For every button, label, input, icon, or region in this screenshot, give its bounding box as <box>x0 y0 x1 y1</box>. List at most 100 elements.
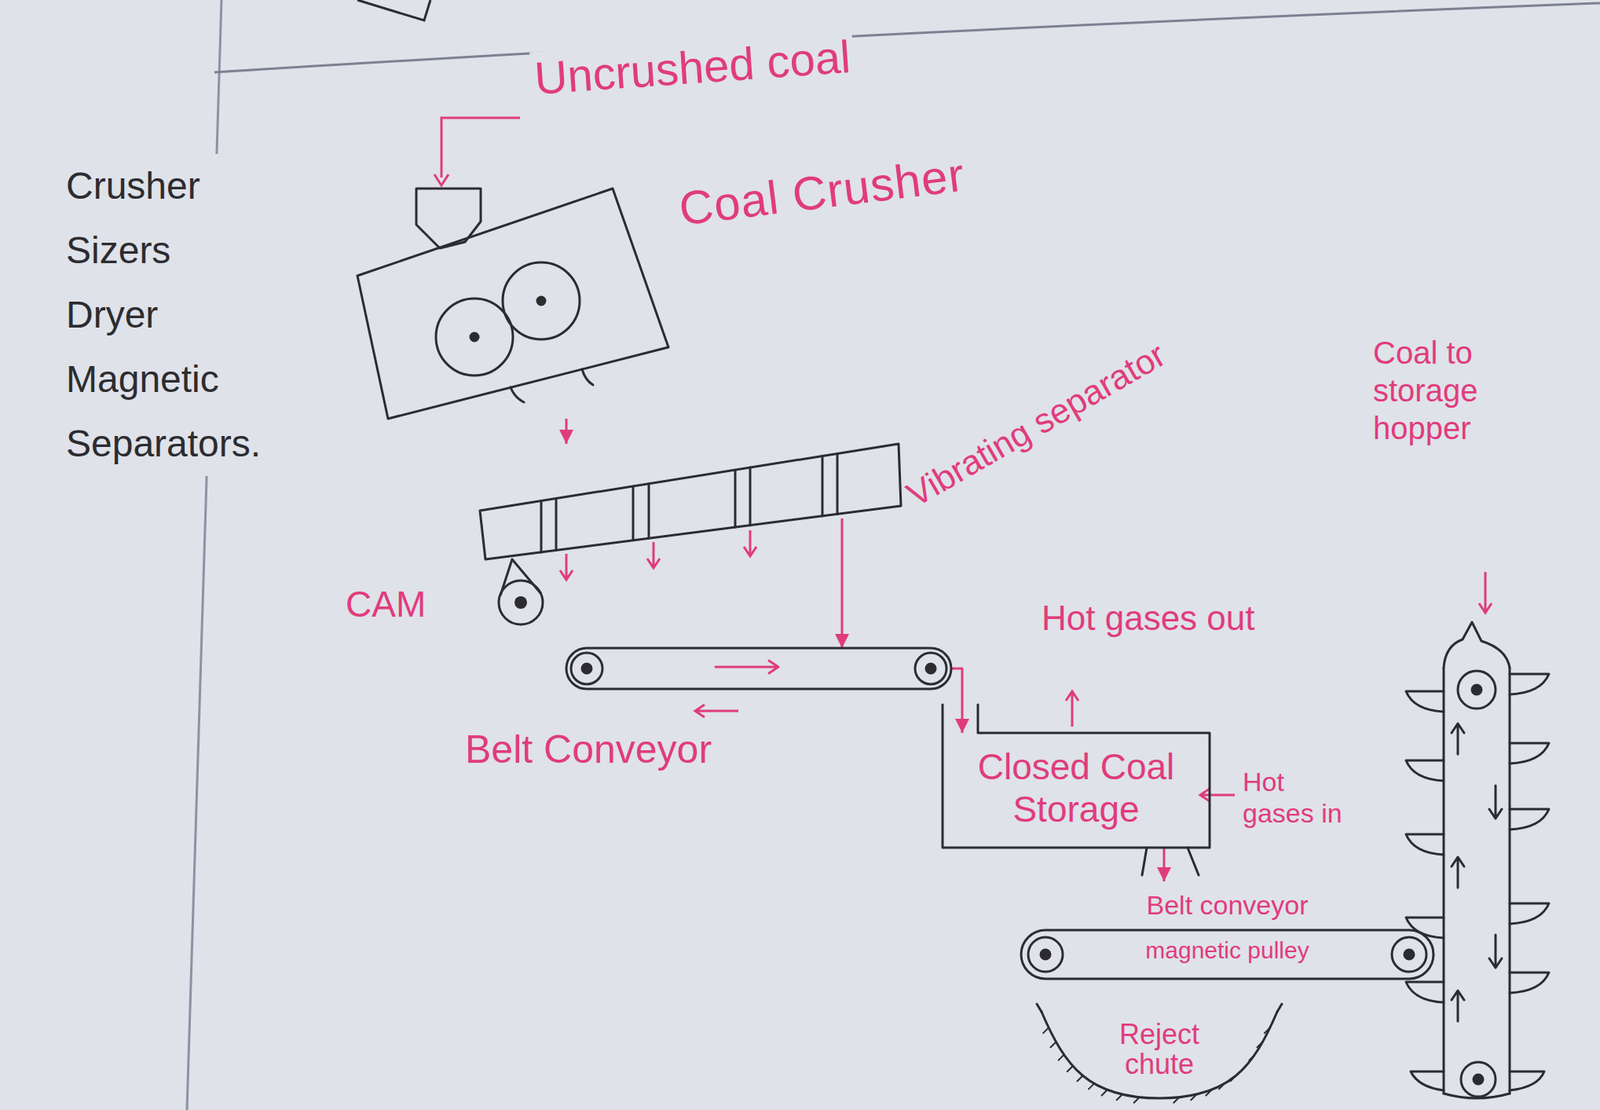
gas-in-label: Hot gases in <box>1242 765 1361 829</box>
label-anchor: Belt Conveyor <box>464 726 712 773</box>
gas-out-label: Hot gases out <box>1041 598 1256 638</box>
bucket-elevator <box>1405 622 1549 1099</box>
vibrating-separator: Vibrating separator <box>479 443 901 560</box>
pulley-shaft <box>1404 949 1414 960</box>
travel-arrow <box>715 660 779 674</box>
crusher-outlet <box>582 369 594 385</box>
screen-divider <box>734 469 737 528</box>
screen-divider <box>836 453 839 514</box>
rule-line <box>214 3 1600 73</box>
label-anchor: CAM <box>345 582 426 626</box>
bucket <box>1410 1071 1444 1091</box>
head-pulley <box>1457 670 1496 709</box>
flow-arrow <box>951 668 963 733</box>
crusher-roller <box>435 298 513 376</box>
label-anchor: magnetic pulley <box>1021 936 1434 965</box>
elevator-casing <box>1443 667 1510 1094</box>
pulley-shaft <box>1471 684 1482 695</box>
flow-arrow <box>565 418 568 444</box>
belt-conveyor-outline <box>566 648 952 689</box>
bucket <box>1509 673 1549 695</box>
up-arrow <box>1451 856 1465 888</box>
return-arrow <box>695 704 739 718</box>
boot-pulley <box>1460 1061 1496 1097</box>
feed-arrow <box>441 117 520 178</box>
bucket <box>1405 760 1444 781</box>
screen-drop-arrow <box>743 530 757 557</box>
belt-pulley <box>1391 937 1427 972</box>
screen-drop-arrow <box>560 553 573 580</box>
gas-in-arrow <box>1200 788 1235 802</box>
screen-divider <box>555 498 558 551</box>
vibrating-separator-outline <box>479 443 901 560</box>
storage-outlet <box>1187 847 1199 876</box>
flow-arrow <box>1163 847 1166 882</box>
label-anchor: Coal to storage hopper <box>1372 333 1531 447</box>
bucket <box>1509 743 1549 764</box>
roller-shaft <box>537 296 546 305</box>
closed-coal-storage: Closed Coal Storage <box>942 732 1210 848</box>
up-arrow <box>1451 723 1465 755</box>
bucket <box>1509 809 1549 830</box>
crusher-roller <box>502 262 580 340</box>
up-arrow <box>1451 990 1465 1022</box>
storage-walls <box>942 704 1210 848</box>
reject-chute-label: Reject chute <box>1104 1019 1215 1080</box>
feed-hopper <box>416 188 481 249</box>
chute-trough <box>1041 1011 1278 1099</box>
belt-pulley <box>571 652 603 685</box>
coal-crusher-label: Coal Crusher <box>676 147 968 237</box>
screen-drop-line <box>841 518 844 560</box>
vibrating-separator-label: Vibrating separator <box>900 334 1172 515</box>
pulley-shaft <box>1040 949 1051 960</box>
component-list: Crusher Sizers Dryer Magnetic Separators… <box>61 153 266 476</box>
label-anchor: Coal Crusher <box>679 182 967 237</box>
chute-lip <box>1277 1003 1282 1012</box>
page-sketch-fragment <box>357 0 431 21</box>
label-anchor: Hot gases out <box>1041 598 1256 638</box>
down-arrow <box>1489 785 1502 819</box>
feed-label: Uncrushed coal <box>529 29 856 106</box>
pulley-shaft <box>1473 1074 1483 1084</box>
crusher-casing <box>357 188 669 419</box>
label-anchor: Vibrating separator <box>919 475 1212 515</box>
bucket <box>1405 691 1444 712</box>
bucket <box>1509 972 1549 993</box>
crusher-outlet <box>510 387 524 403</box>
storage-outlet <box>1142 847 1147 876</box>
coal-crusher-outline <box>357 188 669 419</box>
bucket <box>1405 981 1444 1003</box>
flow-arrow <box>841 559 844 649</box>
reject-chute: Reject chute <box>1041 1011 1278 1100</box>
down-arrow <box>1489 934 1502 968</box>
cam-label: CAM <box>345 582 426 626</box>
bucket <box>1509 903 1549 924</box>
conveyor-belt <box>566 648 952 689</box>
hopper-arrow <box>1479 571 1492 613</box>
hopper-label: Coal to storage hopper <box>1372 333 1531 447</box>
chute-lip <box>1036 1003 1042 1012</box>
coal-crusher: Coal Crusher <box>357 188 669 419</box>
belt-pulley <box>915 652 947 685</box>
cam-shaft <box>514 596 528 609</box>
magnetic-pulley-conveyor-label: magnetic pulley <box>1021 936 1434 965</box>
screen-divider <box>749 467 752 526</box>
screen-divider <box>632 486 635 541</box>
screen-divider <box>648 483 651 539</box>
roller-shaft <box>470 333 479 341</box>
label-anchor: Hot gases in <box>1242 765 1361 829</box>
gas-out-arrow <box>1065 691 1079 727</box>
belt-conveyor-label: Belt Conveyor <box>464 726 712 773</box>
feed-arrowhead <box>434 174 449 186</box>
label-anchor: Crusher Sizers Dryer Magnetic Separators… <box>61 153 266 476</box>
magnetic-pulley-conveyor: Belt conveyormagnetic pulley <box>1021 881 1434 982</box>
bucket <box>1405 834 1444 855</box>
pulley-shaft <box>926 663 936 674</box>
magnetic-pulley <box>1028 937 1063 972</box>
screen-divider <box>540 501 543 553</box>
screen-deck <box>479 443 901 560</box>
cam-lobe <box>500 559 542 596</box>
closed-coal-storage-label: Closed Coal Storage <box>942 732 1210 843</box>
screen-divider <box>821 456 824 517</box>
